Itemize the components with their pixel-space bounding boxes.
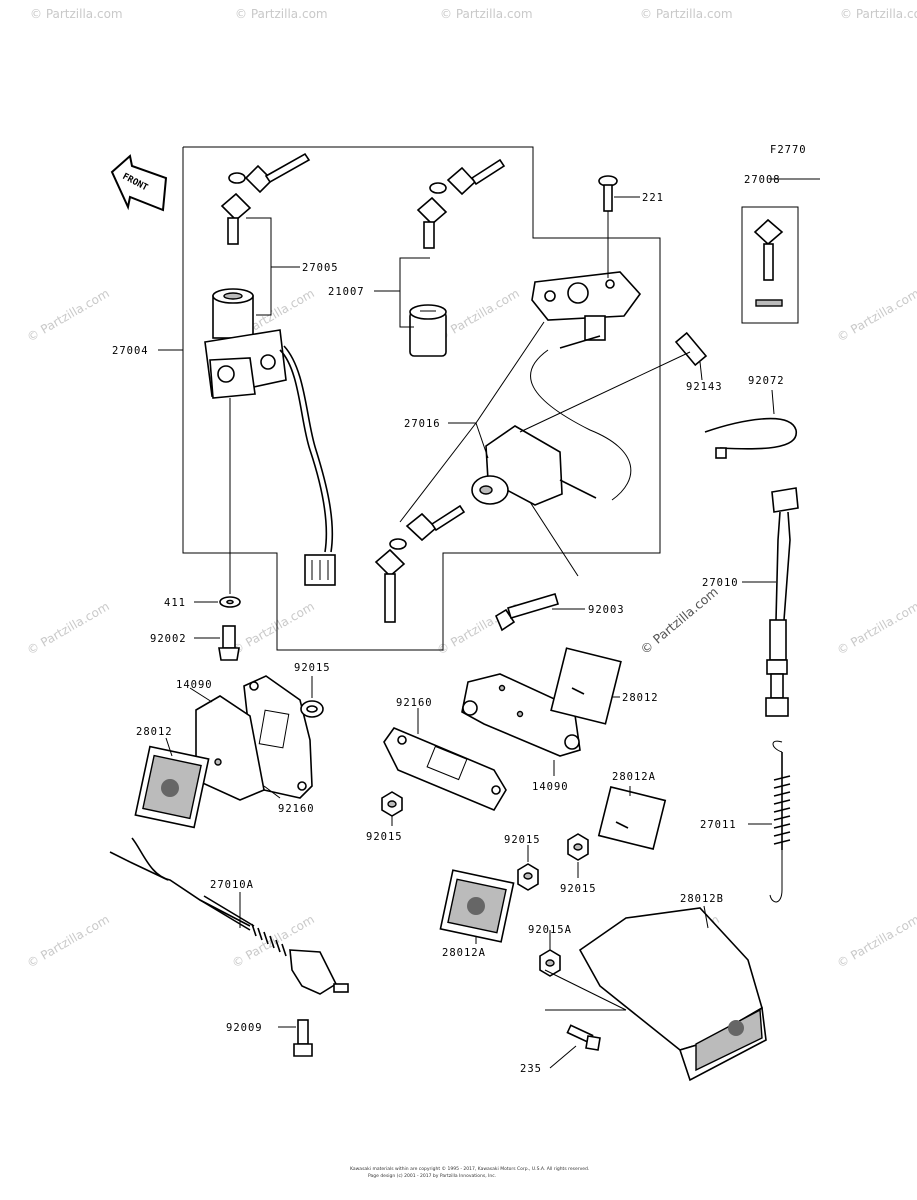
tube-92143 <box>519 331 708 433</box>
part-label: 92003 <box>588 604 625 616</box>
part-label: 27004 <box>112 345 149 357</box>
part-label: 28012A <box>612 771 656 783</box>
tie-band-92072 <box>704 417 797 459</box>
part-label: 92015 <box>560 883 597 895</box>
part-label: 92015 <box>366 831 403 843</box>
watermark: © Partzilla.com <box>835 286 917 344</box>
part-label: 27010 <box>702 577 739 589</box>
part-label: 92160 <box>396 697 433 709</box>
bolt-92002 <box>218 625 240 661</box>
part-label: 92009 <box>226 1022 263 1034</box>
bolt-92003 <box>494 501 579 632</box>
watermark: © Partzilla.com <box>30 7 123 21</box>
key-blank-27008 <box>741 206 799 324</box>
part-label: 27011 <box>700 819 737 831</box>
spring-27011 <box>769 740 791 903</box>
part-label: 14090 <box>176 679 213 691</box>
part-label: 92160 <box>278 803 315 815</box>
assembly-frame <box>182 146 661 651</box>
watermark: © Partzilla.com <box>25 599 112 657</box>
leader-lines <box>158 178 820 1069</box>
cable-27010a <box>109 837 349 995</box>
part-label: 235 <box>520 1063 542 1075</box>
part-label: 92015 <box>504 834 541 846</box>
watermark-center: © Partzilla.com <box>637 584 721 657</box>
bolt-92009 <box>293 1019 313 1057</box>
part-label: 221 <box>642 192 664 204</box>
figure-code: F2770 <box>770 144 807 156</box>
part-label: 28012 <box>136 726 173 738</box>
watermark: © Partzilla.com <box>835 599 917 657</box>
part-labels: 221 27008 27005 21007 27004 92143 92072 … <box>112 174 785 1075</box>
ignition-switch <box>204 152 336 586</box>
watermark: © Partzilla.com <box>840 7 917 21</box>
watermark: © Partzilla.com <box>230 599 317 657</box>
screw-221 <box>598 175 618 278</box>
part-label: 21007 <box>328 286 365 298</box>
part-label: 92143 <box>686 381 723 393</box>
seat-lock-set <box>409 158 506 357</box>
washer-411 <box>219 398 241 608</box>
copyright-line: Page design (c) 2001 - 2017 by Partzilla… <box>368 1173 496 1179</box>
bolt-235 <box>566 1024 601 1051</box>
part-label: 92002 <box>150 633 187 645</box>
part-label: 28012B <box>680 893 724 905</box>
copyright-line: Kawasaki materials within are copyright … <box>350 1165 589 1172</box>
part-label: 92015A <box>528 924 572 936</box>
watermark: © Partzilla.com <box>440 7 533 21</box>
helmet-lock <box>374 271 642 623</box>
part-label: 92072 <box>748 375 785 387</box>
nut-92015 <box>517 833 589 977</box>
part-label: 28012A <box>442 947 486 959</box>
switch-cable-27010 <box>765 487 799 717</box>
watermark: © Partzilla.com <box>640 7 733 21</box>
reflector-28012a <box>439 869 515 943</box>
part-label: 92015 <box>294 662 331 674</box>
part-label: 27008 <box>744 174 781 186</box>
part-label: 27010A <box>210 879 254 891</box>
watermark: © Partzilla.com <box>25 912 112 970</box>
reflector-housing-28012b <box>544 907 767 1082</box>
reflector-bracket-middle <box>381 647 667 851</box>
part-label: 27005 <box>302 262 339 274</box>
reflector-bracket-left <box>134 675 324 829</box>
part-label: 27016 <box>404 418 441 430</box>
part-label: 28012 <box>622 692 659 704</box>
watermark: © Partzilla.com <box>235 7 328 21</box>
watermark: © Partzilla.com <box>435 286 522 344</box>
front-arrow-icon: FRONT <box>110 154 168 212</box>
part-label: 14090 <box>532 781 569 793</box>
watermark: © Partzilla.com <box>25 286 112 344</box>
part-label: 411 <box>164 597 186 609</box>
watermark: © Partzilla.com <box>835 912 917 970</box>
